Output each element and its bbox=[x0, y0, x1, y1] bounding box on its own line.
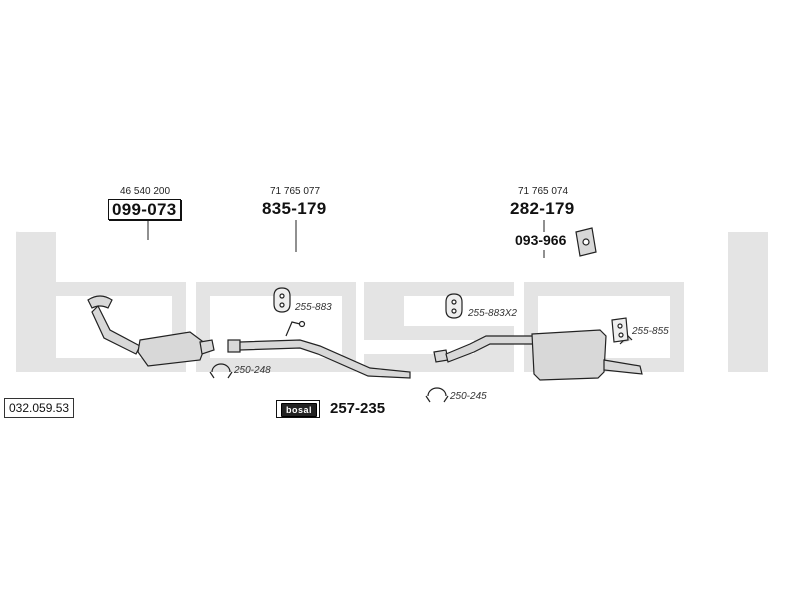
rear-muffler-part bbox=[433, 329, 643, 381]
part-number: 099-073 bbox=[108, 199, 181, 220]
accessory-label: 255-883X2 bbox=[468, 308, 517, 319]
part-number: 282-179 bbox=[510, 199, 575, 218]
pipe-clamp-icon bbox=[209, 363, 233, 379]
accessory-label: 250-248 bbox=[234, 365, 271, 376]
accessory-label: 255-883 bbox=[295, 302, 332, 313]
pipe-clamp-icon bbox=[425, 387, 449, 403]
leader-lines bbox=[147, 220, 545, 258]
oem-number: 71 765 077 bbox=[270, 186, 321, 197]
watermark-text: bosal bbox=[16, 232, 19, 233]
fitting-kit-brand-tag: bosal bbox=[281, 403, 318, 417]
mounting-part-number: 093-966 bbox=[515, 232, 567, 248]
accessory-label: 250-245 bbox=[450, 391, 487, 402]
mounting-bracket-icon bbox=[575, 227, 597, 257]
middle-pipe-part bbox=[227, 320, 411, 379]
rubber-hanger-icon bbox=[611, 317, 629, 343]
accessory-label: 255-855 bbox=[632, 326, 669, 337]
part-number: 835-179 bbox=[262, 199, 327, 218]
catalytic-converter-part bbox=[87, 295, 215, 367]
diagram-reference-number: 032.059.53 bbox=[4, 398, 75, 418]
oem-number: 71 765 074 bbox=[518, 186, 569, 197]
fitting-kit-part-number: 257-235 bbox=[330, 400, 386, 417]
rubber-hanger-icon bbox=[445, 293, 463, 319]
oem-number: 46 540 200 bbox=[120, 186, 171, 197]
rubber-hanger-icon bbox=[273, 287, 291, 313]
